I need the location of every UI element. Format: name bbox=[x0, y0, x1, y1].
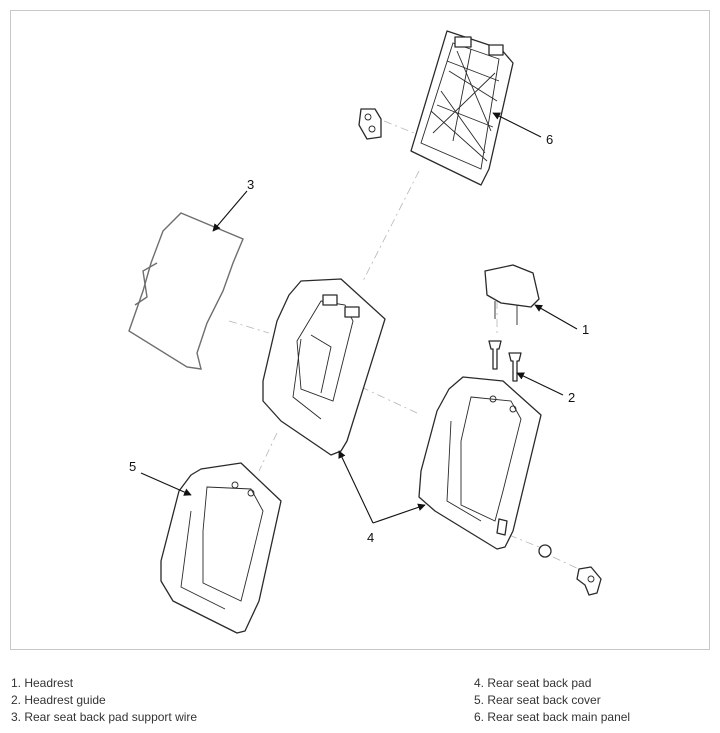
legend-left: 1. Headrest 2. Headrest guide 3. Rear se… bbox=[11, 675, 197, 726]
diagram-frame: 1 2 3 4 5 6 bbox=[10, 10, 710, 650]
rear-seat-back-pad-center bbox=[262, 278, 386, 456]
rear-seat-back-pad-right bbox=[418, 376, 542, 550]
legend-item-seat-back-pad: 4. Rear seat back pad bbox=[474, 676, 592, 690]
legend-item-support-wire: 3. Rear seat back pad support wire bbox=[11, 710, 198, 724]
legend-item-main-panel: 6. Rear seat back main panel bbox=[474, 710, 631, 724]
rear-seat-back-main-panel bbox=[410, 30, 514, 186]
callout-leader-1 bbox=[534, 304, 578, 330]
callout-3: 3 bbox=[247, 177, 254, 192]
callout-4: 4 bbox=[367, 530, 374, 545]
callout-6: 6 bbox=[546, 132, 553, 147]
callout-leader-2 bbox=[516, 372, 564, 396]
legend-item-headrest-guide: 2. Headrest guide bbox=[11, 693, 106, 707]
legend-item-headrest: 1. Headrest bbox=[11, 676, 74, 690]
callout-leader-4b bbox=[372, 503, 426, 524]
rear-seat-back-pad-support-wire bbox=[128, 212, 244, 370]
callout-leader-3 bbox=[212, 190, 248, 232]
callout-leader-6 bbox=[492, 112, 542, 138]
assembly-center-lines bbox=[228, 120, 584, 572]
headrest-guides bbox=[488, 340, 522, 382]
callout-1: 1 bbox=[582, 322, 589, 337]
callout-leader-4a bbox=[338, 450, 374, 524]
latch-hardware bbox=[496, 518, 602, 596]
callout-5: 5 bbox=[129, 459, 136, 474]
exploded-view-diagram: 1 2 3 4 5 6 bbox=[128, 30, 602, 634]
callout-leader-5 bbox=[140, 472, 192, 496]
legend-right: 4. Rear seat back pad 5. Rear seat back … bbox=[474, 675, 630, 726]
headrest bbox=[484, 264, 540, 325]
mounting-bracket bbox=[358, 108, 382, 140]
legend-item-seat-back-cover: 5. Rear seat back cover bbox=[474, 693, 601, 707]
rear-seat-back-cover bbox=[160, 462, 282, 634]
callout-2: 2 bbox=[568, 390, 575, 405]
